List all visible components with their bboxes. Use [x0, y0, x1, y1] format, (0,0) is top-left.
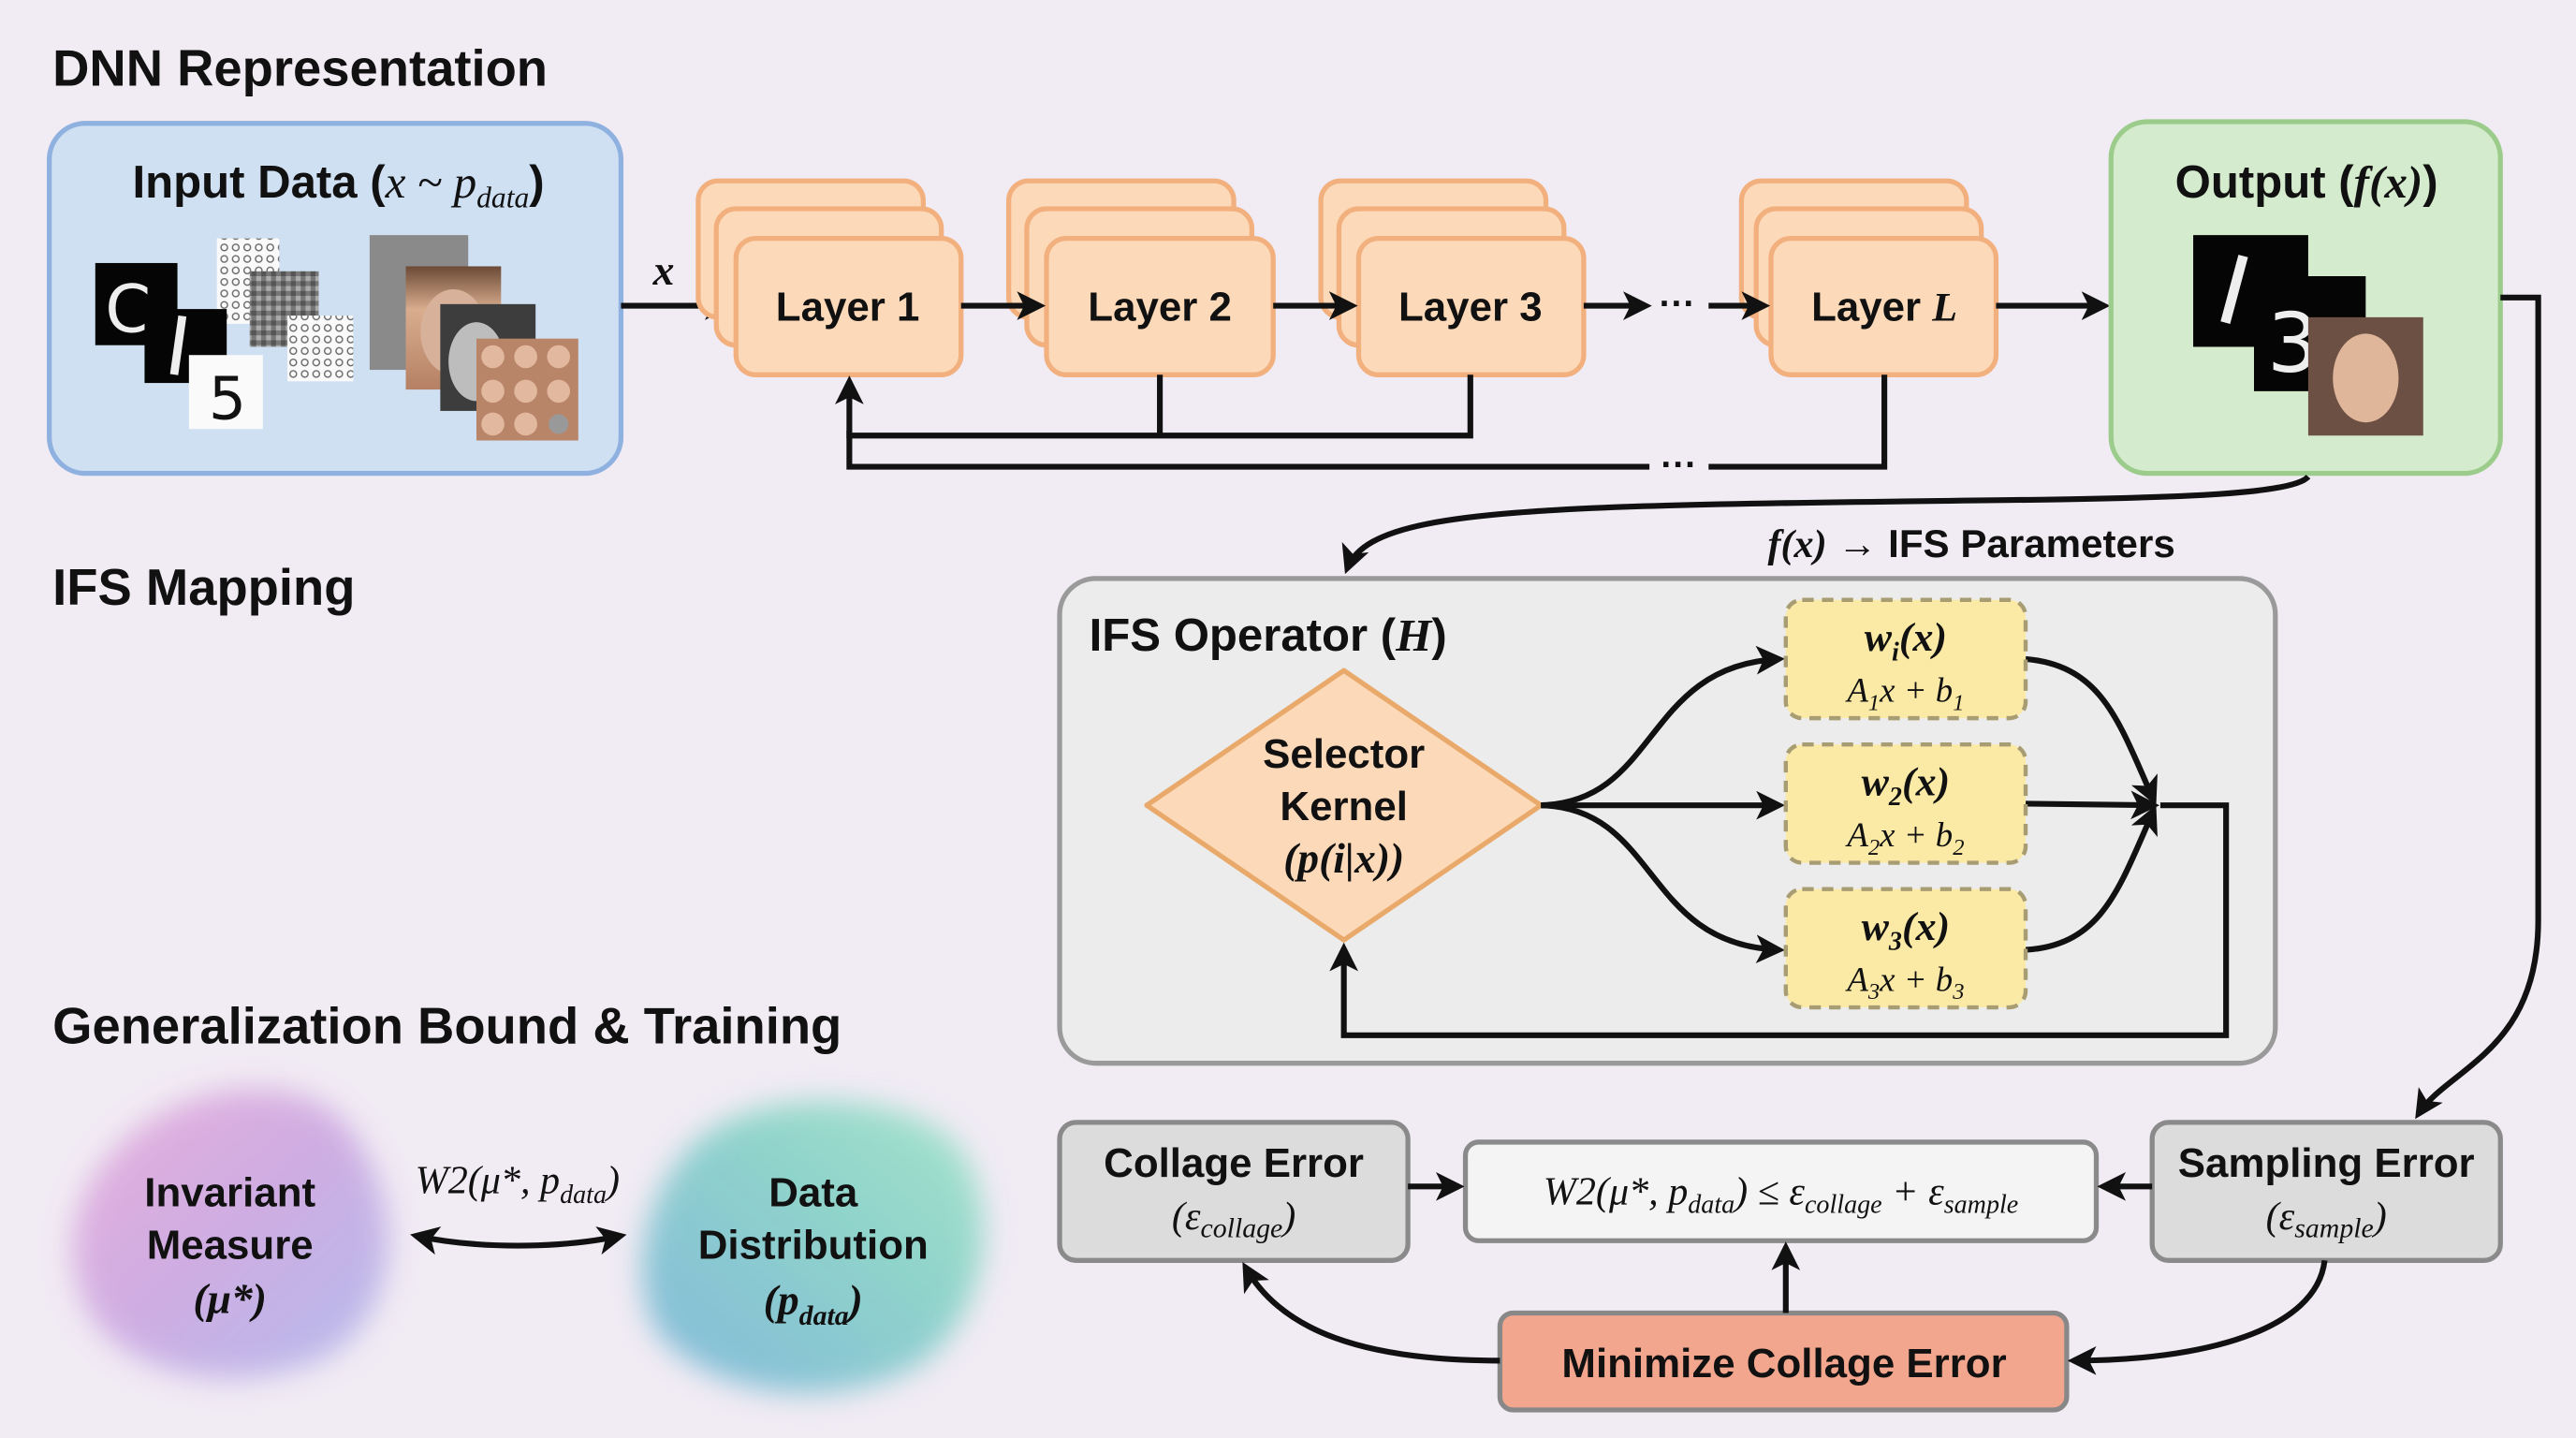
- invariant-label-line2: Measure: [147, 1223, 314, 1269]
- map-w1: wi(x) A1x + b1: [1783, 597, 2028, 721]
- data-distribution-blob: Data Distribution (pdata): [642, 1101, 984, 1393]
- layer-3-label: Layer 3: [1398, 284, 1543, 330]
- map-w3: w3(x) A3x + b3: [1783, 887, 2028, 1010]
- ifs-operator-title: IFS Operator (H): [1090, 609, 1447, 661]
- skip-ellipsis: ···: [1661, 445, 1697, 485]
- arrow-output-to-sampling-error: [2415, 294, 2541, 1120]
- arrow-x-label: x: [652, 246, 675, 294]
- invariant-label-line1: Invariant: [144, 1169, 315, 1215]
- data-dist-label-line3: (pdata): [764, 1276, 863, 1331]
- invariant-label-line3: (μ*): [193, 1274, 267, 1322]
- ifs-parameters-label: f(x) → IFS Parameters: [1767, 521, 2174, 566]
- map-w2: w2(x) A2x + b2: [1783, 742, 2028, 865]
- minimize-collage-error-box: Minimize Collage Error: [1497, 1310, 2070, 1413]
- selector-label-line1: Selector: [1263, 731, 1425, 777]
- layer-2-stack: Layer 2: [1006, 178, 1276, 377]
- input-data-title: Input Data (x ~ pdata): [132, 156, 544, 214]
- skip-connections: [835, 374, 1888, 470]
- face-sample-images: [369, 235, 578, 441]
- svg-text:A1x + b1: A1x + b1: [1844, 671, 1964, 716]
- selector-label-line3: (p(i|x)): [1283, 834, 1404, 882]
- selector-label-line2: Kernel: [1280, 784, 1408, 829]
- minimize-label: Minimize Collage Error: [1561, 1341, 2006, 1387]
- svg-text:A3x + b3: A3x + b3: [1844, 960, 1964, 1005]
- layer-ellipsis: ···: [1660, 284, 1696, 324]
- training-arrows: [1242, 1171, 2328, 1375]
- svg-text:w3(x): w3(x): [1862, 904, 1950, 957]
- svg-text:w2(x): w2(x): [1862, 760, 1950, 813]
- w2-double-arrow: [410, 1226, 627, 1255]
- layer-1-stack: Layer 1: [695, 178, 964, 377]
- layer-1-label: Layer 1: [776, 284, 920, 330]
- output-box: Output (f(x)) 3: [2108, 119, 2503, 477]
- collage-error-symbol: (εcollage): [1172, 1195, 1295, 1244]
- layer-2-label: Layer 2: [1088, 284, 1232, 330]
- section-title-dnn: DNN Representation: [52, 39, 548, 96]
- layer-L-stack: Layer L: [1738, 178, 1999, 377]
- svg-text:A2x + b2: A2x + b2: [1844, 815, 1964, 860]
- data-dist-label-line2: Distribution: [698, 1223, 929, 1269]
- w2-distance-label: W2(μ*, pdata): [416, 1158, 620, 1210]
- bound-formula-box: W2(μ*, pdata) ≤ εcollage + εsample: [1462, 1139, 2100, 1243]
- invariant-measure-blob: Invariant Measure (μ*): [72, 1089, 388, 1379]
- arrow-output-to-ifs: [1341, 474, 2311, 575]
- section-title-generalization: Generalization Bound & Training: [52, 998, 842, 1055]
- svg-text:C: C: [105, 271, 151, 348]
- collage-error-box: Collage Error (εcollage): [1057, 1120, 1411, 1263]
- output-sample-images: 3: [2193, 235, 2423, 436]
- sampling-error-symbol: (εsample): [2266, 1195, 2387, 1244]
- bound-formula: W2(μ*, pdata) ≤ εcollage + εsample: [1544, 1170, 2018, 1220]
- section-title-ifs: IFS Mapping: [52, 559, 355, 616]
- data-dist-label-line1: Data: [768, 1169, 858, 1215]
- layer-L-label: Layer L: [1811, 284, 1957, 330]
- sampling-error-box: Sampling Error (εsample): [2149, 1120, 2503, 1263]
- sampling-error-title: Sampling Error: [2178, 1140, 2475, 1186]
- collage-error-title: Collage Error: [1104, 1140, 1364, 1186]
- mnist-sample-images: C 5: [95, 238, 354, 433]
- selector-kernel: Selector Kernel (p(i|x)): [1144, 668, 1544, 943]
- svg-text:wi(x): wi(x): [1865, 615, 1947, 668]
- selector-branches: [1329, 645, 2230, 1038]
- svg-text:5: 5: [209, 364, 246, 433]
- layer-3-stack: Layer 3: [1318, 178, 1587, 377]
- output-title: Output (f(x)): [2175, 156, 2438, 208]
- input-data-box: Input Data (x ~ pdata) C 5: [47, 121, 624, 477]
